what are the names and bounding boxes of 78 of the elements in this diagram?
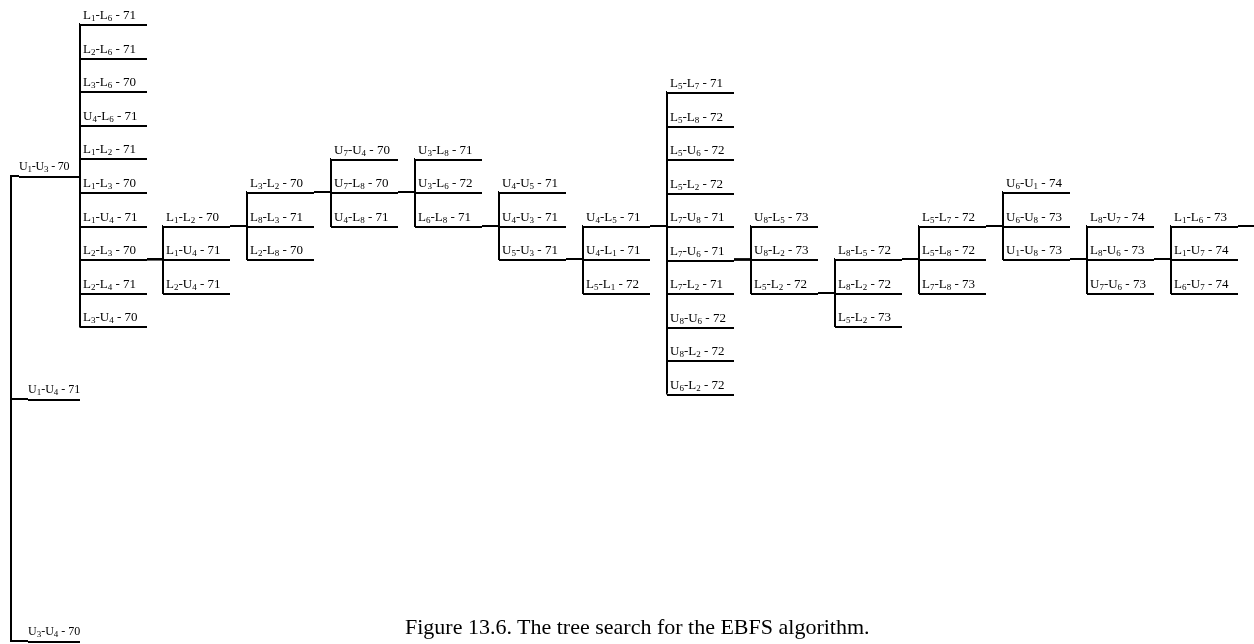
tree-branch-line [1237, 225, 1254, 227]
tree-node-label: U$_{3}$-L$_{8}$ - 71 [415, 141, 482, 161]
tree-node-label: U$_{1}$-U$_{3}$ - 70 [19, 158, 80, 178]
tree-node-label: L$_{3}$-U$_{4}$ - 70 [80, 308, 147, 329]
tree-node-label: L$_{3}$-L$_{6}$ - 70 [80, 73, 147, 94]
tree-node-label: L$_{5}$-L$_{8}$ - 72 [667, 107, 734, 128]
tree-node-label: U$_{5}$-U$_{3}$ - 71 [499, 241, 566, 261]
tree-node-label: U$_{8}$-L$_{2}$ - 73 [751, 241, 818, 261]
tree-node-label: L$_{1}$-L$_{3}$ - 70 [80, 174, 147, 194]
tree-branch-line [11, 398, 29, 400]
tree-node-label: U$_{7}$-U$_{6}$ - 73 [1087, 275, 1154, 295]
tree-node-label: L$_{1}$-L$_{6}$ - 71 [80, 6, 147, 26]
tree-node-label: L$_{5}$-U$_{6}$ - 72 [667, 141, 734, 161]
tree-node-label: U$_{4}$-U$_{5}$ - 71 [499, 174, 566, 194]
tree-node-label: U$_{4}$-L$_{1}$ - 71 [583, 241, 650, 261]
tree-branch-line [11, 640, 29, 642]
tree-node-label: L$_{5}$-L$_{8}$ - 72 [919, 241, 986, 261]
tree-node-label: L$_{2}$-L$_{3}$ - 70 [80, 241, 147, 262]
tree-branch-line [565, 258, 584, 294]
tree-node-label: L$_{1}$-L$_{6}$ - 73 [1171, 208, 1238, 228]
tree-node-label: L$_{6}$-U$_{7}$ - 74 [1171, 275, 1238, 295]
tree-node-label: L$_{7}$-L$_{2}$ - 71 [667, 275, 734, 295]
tree-node-label: L$_{2}$-U$_{4}$ - 71 [163, 275, 230, 295]
tree-node-label: L$_{1}$-U$_{4}$ - 71 [163, 241, 230, 261]
tree-node-label: U$_{8}$-L$_{5}$ - 73 [751, 208, 818, 228]
tree-branch-line [481, 225, 500, 260]
tree-branch-line [1153, 258, 1172, 294]
tree-branch-line [229, 225, 248, 260]
tree-node-label: L$_{5}$-L$_{1}$ - 72 [583, 275, 650, 295]
tree-node-label: U$_{8}$-U$_{6}$ - 72 [667, 308, 734, 329]
tree-node-label: L$_{8}$-L$_{5}$ - 72 [835, 241, 902, 261]
tree-node-label: L$_{8}$-L$_{2}$ - 72 [835, 275, 902, 295]
tree-node-label: L$_{7}$-U$_{8}$ - 71 [667, 208, 734, 228]
tree-node-label: L$_{8}$-L$_{3}$ - 71 [247, 208, 314, 228]
tree-node-label: L$_{5}$-L$_{7}$ - 71 [667, 74, 734, 94]
tree-node-label: L$_{5}$-L$_{2}$ - 72 [751, 275, 818, 295]
tree-node-label: U$_{7}$-L$_{8}$ - 70 [331, 174, 398, 194]
tree-node-label: L$_{8}$-U$_{7}$ - 74 [1087, 208, 1154, 228]
tree-node-label: L$_{7}$-U$_{6}$ - 71 [667, 241, 734, 262]
tree-node-label: L$_{2}$-L$_{6}$ - 71 [80, 39, 147, 60]
tree-node-label: U$_{3}$-U$_{4}$ - 70 [28, 623, 81, 643]
tree-node-label: U$_{6}$-U$_{8}$ - 73 [1003, 208, 1070, 228]
tree-node-label: L$_{1}$-L$_{2}$ - 71 [80, 140, 147, 161]
tree-node-label: L$_{1}$-L$_{2}$ - 70 [163, 208, 230, 228]
tree-branch-line [817, 292, 836, 327]
tree-node-label: L$_{8}$-U$_{6}$ - 73 [1087, 241, 1154, 261]
tree-branch-line [313, 191, 332, 227]
tree-node-label: L$_{1}$-U$_{7}$ - 74 [1171, 241, 1238, 261]
tree-node-label: L$_{5}$-L$_{2}$ - 73 [835, 308, 902, 328]
tree-node-label: U$_{1}$-U$_{4}$ - 71 [28, 381, 81, 401]
tree-branch-line [146, 258, 164, 294]
tree-node-label: U$_{3}$-L$_{6}$ - 72 [415, 174, 482, 194]
tree-node-label: U$_{6}$-U$_{1}$ - 74 [1003, 174, 1070, 194]
tree-branch-line [1069, 258, 1088, 294]
tree-node-label: L$_{3}$-L$_{2}$ - 70 [247, 174, 314, 194]
tree-node-label: L$_{2}$-L$_{8}$ - 70 [247, 241, 314, 261]
tree-branch-line [901, 258, 920, 294]
tree-node-label: L$_{5}$-L$_{7}$ - 72 [919, 208, 986, 228]
tree-node-label: U$_{4}$-L$_{5}$ - 71 [583, 208, 650, 228]
tree-node-label: U$_{7}$-U$_{4}$ - 70 [331, 141, 398, 161]
tree-branch-line [11, 175, 20, 177]
tree-node-label: U$_{1}$-U$_{8}$ - 73 [1003, 241, 1070, 261]
tree-node-label: U$_{4}$-L$_{8}$ - 71 [331, 208, 398, 228]
tree-node-label: L$_{6}$-L$_{8}$ - 71 [415, 208, 482, 228]
tree-node-label: U$_{4}$-L$_{6}$ - 71 [80, 106, 147, 127]
tree-node-label: L$_{5}$-L$_{2}$ - 72 [667, 174, 734, 195]
tree-branch-line [397, 191, 416, 227]
tree-branch-line [985, 225, 1004, 260]
tree-node-label: L$_{7}$-L$_{8}$ - 73 [919, 275, 986, 295]
tree-branch-line [733, 258, 752, 294]
tree-node-label: L$_{1}$-U$_{4}$ - 71 [80, 207, 147, 228]
tree-branch-line [79, 175, 81, 328]
tree-node-label: U$_{4}$-U$_{3}$ - 71 [499, 208, 566, 228]
figure-caption: Figure 13.6. The tree search for the EBFS algorithm. [405, 614, 870, 640]
tree-branch-line [79, 157, 81, 177]
tree-node-label: U$_{6}$-L$_{2}$ - 72 [667, 375, 734, 396]
tree-node-label: U$_{8}$-L$_{2}$ - 72 [667, 342, 734, 362]
tree-node-label: L$_{2}$-L$_{4}$ - 71 [80, 274, 147, 295]
